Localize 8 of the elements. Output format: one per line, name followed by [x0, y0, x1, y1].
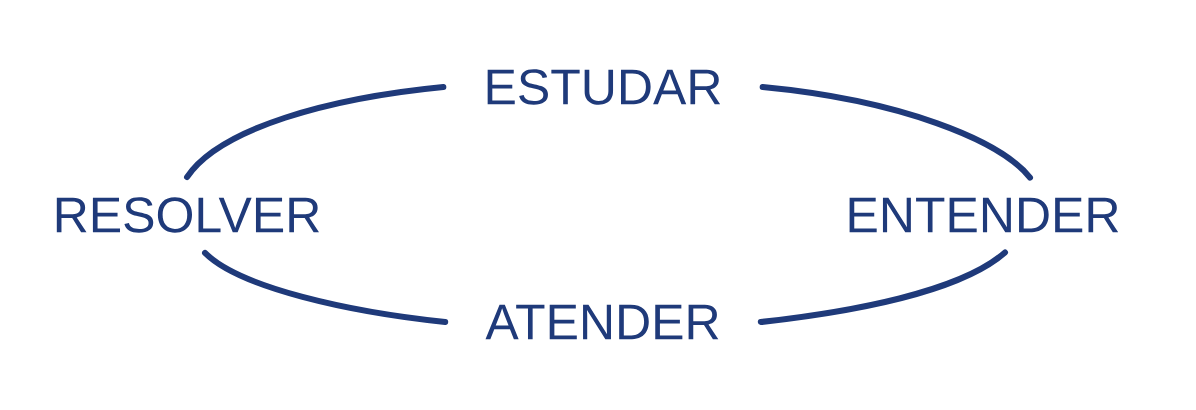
cycle-step-label: ESTUDAR — [487, 69, 721, 105]
arc-connector — [757, 249, 1008, 325]
arc-connector — [202, 249, 449, 325]
arc-connector — [184, 84, 447, 181]
cycle-step-label: ATENDER — [485, 304, 719, 340]
cycle-step-label: ENTENDER — [849, 197, 1119, 233]
cycle-step-label: RESOLVER — [56, 197, 319, 233]
arc-connector — [759, 84, 1033, 181]
